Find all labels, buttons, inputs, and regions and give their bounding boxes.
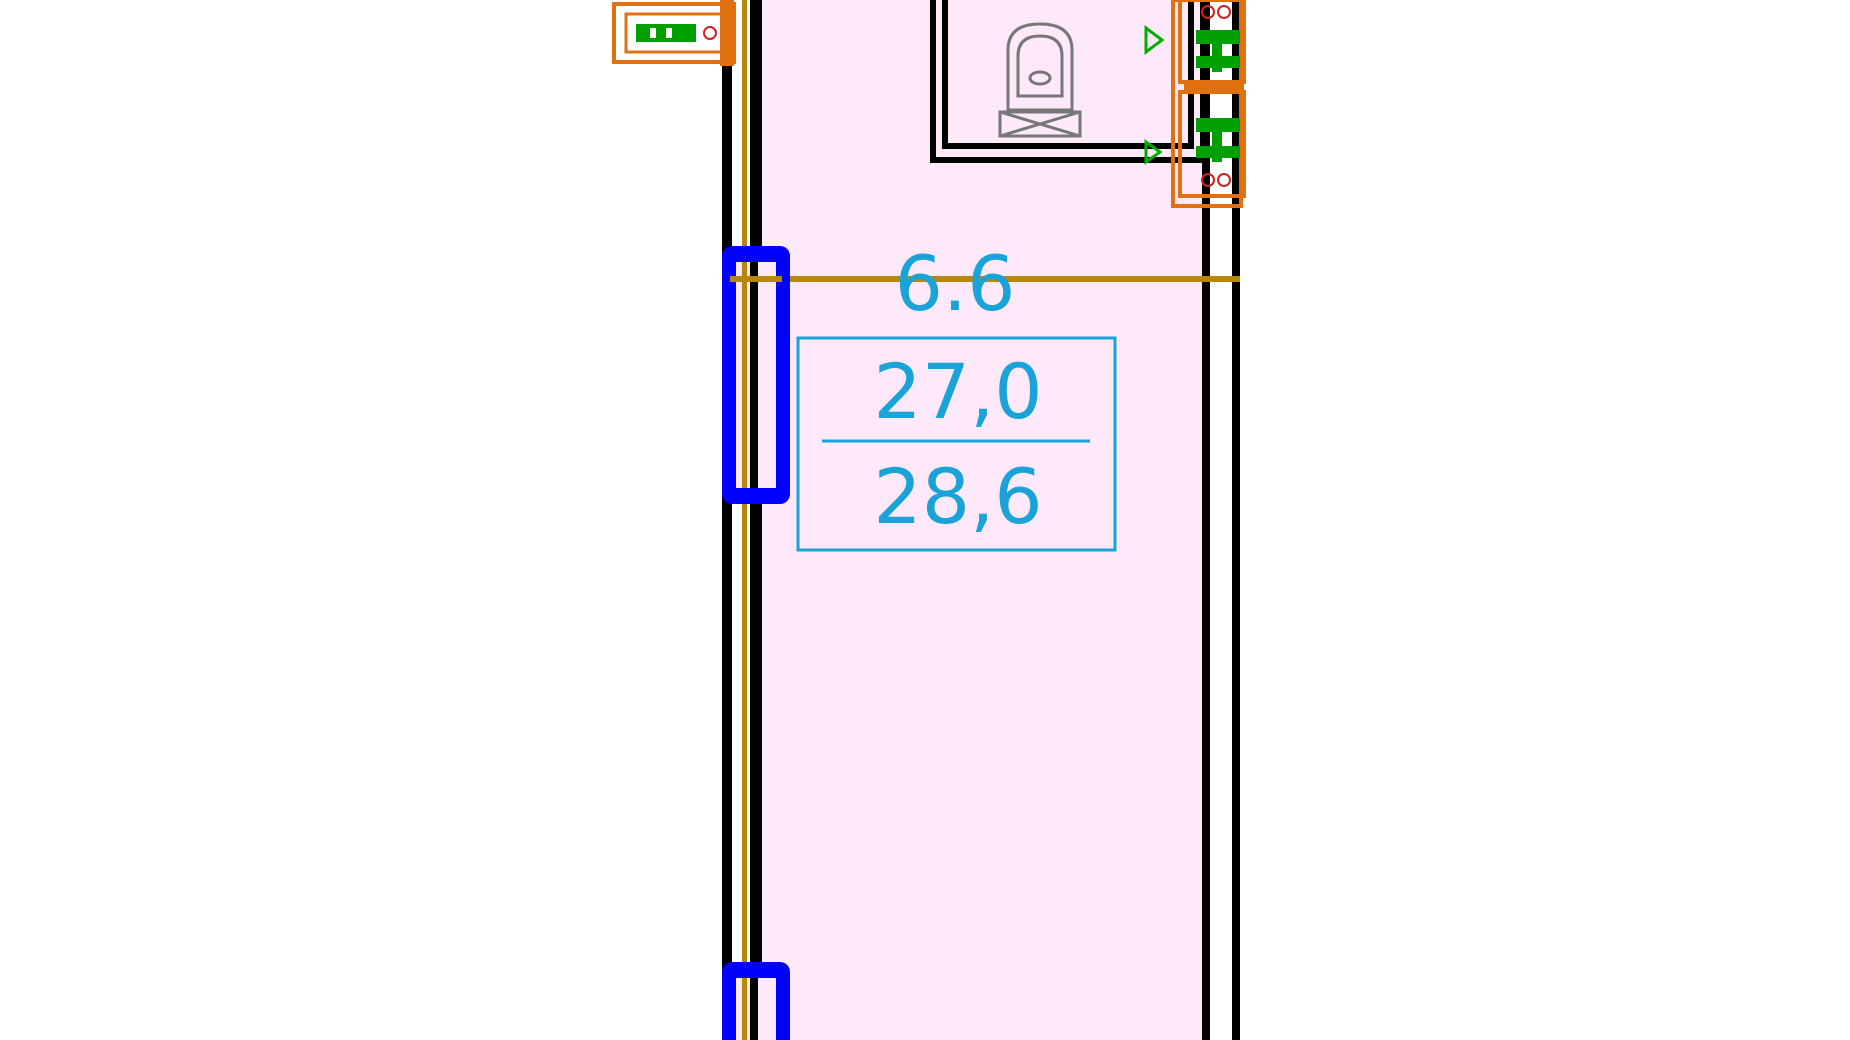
area-box — [796, 336, 1117, 552]
left-wall — [722, 0, 762, 1040]
window-icon — [722, 962, 790, 1040]
bathroom-cubicle — [930, 0, 1206, 163]
axis-line — [722, 276, 1240, 282]
toilet-icon — [998, 22, 1082, 138]
room-area — [760, 0, 1240, 1040]
electrical-panel-icon — [1144, 0, 1246, 208]
area-top-value: 27,0 — [873, 347, 1042, 436]
area-bottom-value: 28,6 — [873, 452, 1042, 541]
room-label: 6.6 27,0 28,6 — [796, 239, 1117, 552]
right-wall — [1202, 0, 1240, 1040]
room-number: 6.6 — [895, 239, 1016, 328]
socket-icon — [612, 0, 736, 66]
window-icon — [722, 246, 790, 504]
